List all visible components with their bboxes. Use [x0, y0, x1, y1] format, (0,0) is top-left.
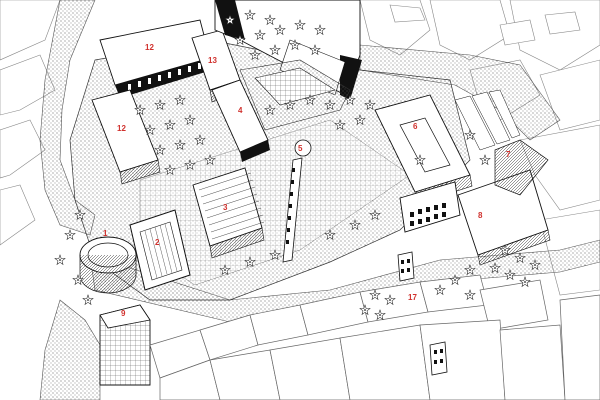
south-buildings [149, 274, 600, 400]
label-building-12-north: 12 [145, 43, 154, 52]
building-12-north [99, 19, 212, 98]
label-building-17: 17 [408, 293, 417, 302]
label-building-12-west: 12 [117, 124, 126, 133]
label-building-1: 1 [103, 229, 108, 238]
building-12-west [91, 89, 161, 185]
building-4 [211, 79, 270, 162]
building-8 [457, 169, 551, 266]
context-buildings [0, 0, 600, 296]
building-3-hall [192, 167, 265, 259]
building-9 [99, 304, 151, 386]
building-7-ramp [494, 139, 549, 196]
label-building-13: 13 [208, 56, 217, 65]
label-building-5: 5 [298, 144, 303, 153]
label-building-6: 6 [413, 122, 418, 131]
building-labels: 1 2 3 4 5 6 7 8 9 12 12 13 17 [103, 43, 511, 318]
label-building-2: 2 [155, 238, 160, 247]
building-east-windows [399, 181, 461, 233]
label-building-4: 4 [238, 106, 243, 115]
label-building-9: 9 [121, 309, 126, 318]
tower-5 [282, 139, 312, 263]
label-building-3: 3 [223, 203, 228, 212]
building-2 [129, 209, 191, 291]
small-tower [397, 251, 448, 376]
label-building-8: 8 [478, 211, 483, 220]
building-1-rotunda [79, 236, 137, 294]
parking-strips [454, 89, 521, 151]
label-building-7: 7 [506, 150, 511, 159]
